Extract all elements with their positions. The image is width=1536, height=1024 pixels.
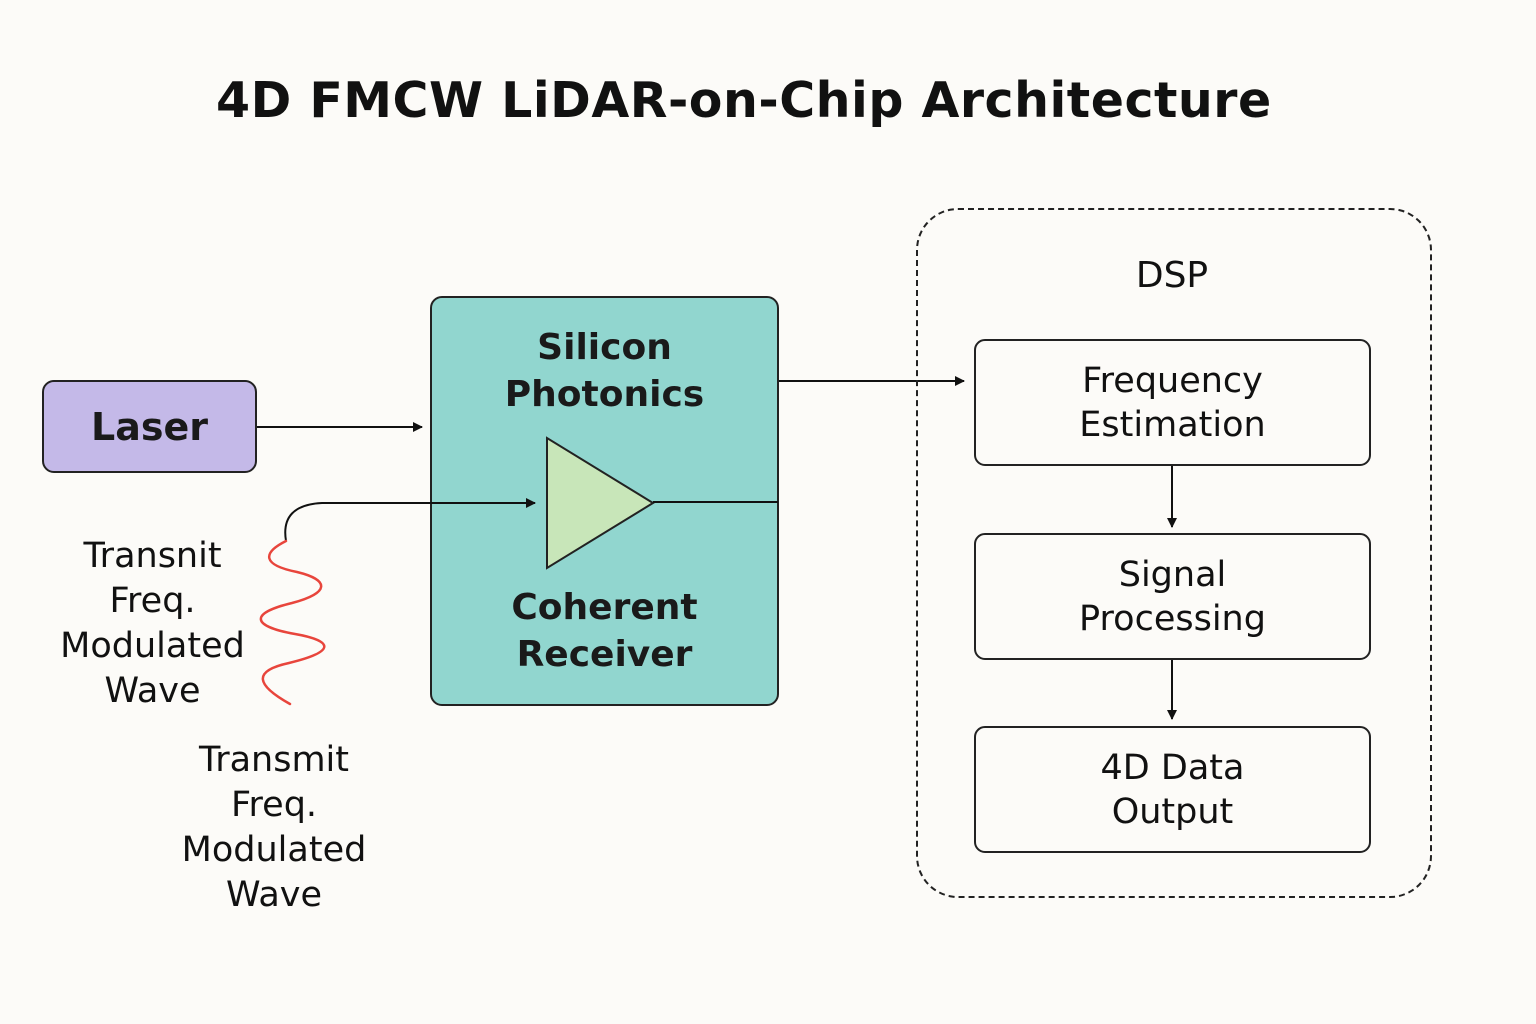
diagram-title: 4D FMCW LiDAR-on-Chip Architecture: [216, 72, 1272, 129]
data-output-block: 4D Data Output: [974, 726, 1371, 853]
amplifier-triangle: [546, 436, 655, 570]
wave-label-line: Wave: [225, 875, 323, 915]
chip-title-line-2: Photonics: [504, 374, 705, 415]
block-line-2: Output: [1111, 791, 1234, 832]
dsp-container: [916, 208, 1432, 898]
wave-label-line: Wave: [104, 671, 201, 711]
wave-label-line: Modulated: [60, 626, 245, 666]
wave-label-lower: Transmit Freq. Modulated Wave: [166, 738, 382, 918]
block-line-2: Estimation: [1079, 404, 1266, 445]
chip-sub-line-1: Coherent: [511, 587, 698, 628]
wave-label-line: Modulated: [181, 830, 367, 870]
wave-label-line: Freq.: [230, 785, 318, 825]
block-line-2: Processing: [1079, 598, 1266, 639]
chip-title-line-1: Silicon: [537, 327, 672, 368]
modulated-wave-icon: [259, 539, 326, 706]
chip-sub-line-2: Receiver: [516, 634, 693, 675]
wave-to-amplifier-arrow: [284, 498, 536, 542]
signal-processing-block: Signal Processing: [974, 533, 1371, 660]
block-line-1: 4D Data: [1100, 747, 1245, 788]
silicon-photonics-label: Silicon Photonics: [432, 324, 777, 418]
laser-label: Laser: [91, 404, 208, 449]
wave-label-upper: Transnit Freq. Modulated Wave: [40, 534, 265, 714]
block-line-1: Signal: [1118, 554, 1227, 595]
frequency-estimation-block: Frequency Estimation: [974, 339, 1371, 466]
coherent-receiver-label: Coherent Receiver: [432, 584, 777, 678]
wave-label-line: Freq.: [109, 581, 196, 621]
wave-label-line: Transnit: [83, 536, 222, 576]
wave-label-line: Transmit: [198, 740, 350, 780]
dsp-label: DSP: [1135, 255, 1209, 296]
laser-block: Laser: [42, 380, 257, 473]
block-line-1: Frequency: [1082, 360, 1263, 401]
